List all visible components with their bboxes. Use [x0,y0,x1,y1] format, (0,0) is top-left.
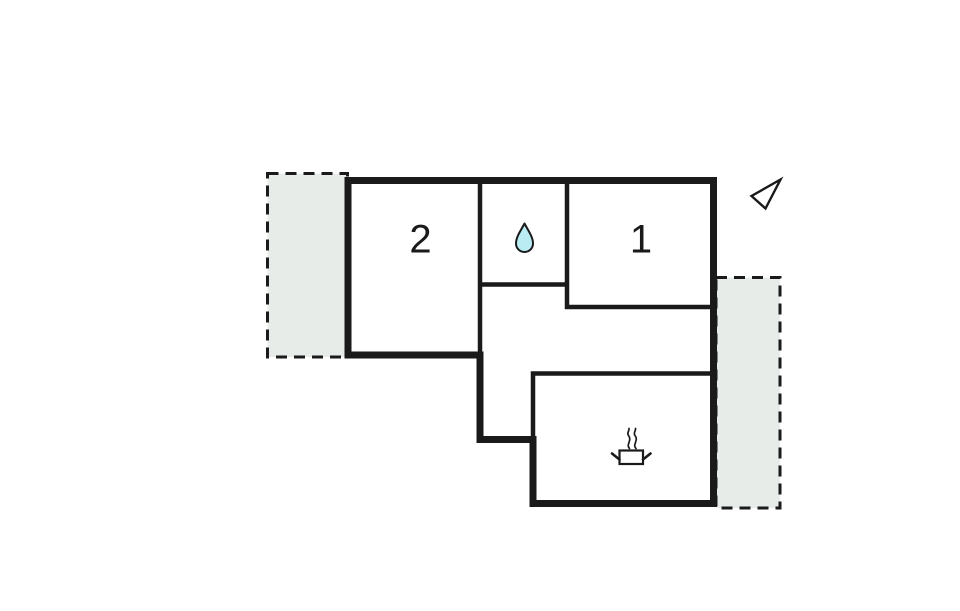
steam-line-left [626,427,631,450]
terrace-left [266,172,349,359]
interior-walls [477,182,711,437]
steam-line-right [633,427,638,450]
pot-handles [610,452,652,461]
water-drop-icon [515,222,534,253]
exterior-walls [344,177,717,507]
cooking-pot-icon [610,427,652,466]
north-arrow-icon [749,176,784,211]
room-1-label: 1 [630,218,652,262]
room-2-label: 2 [409,218,431,262]
terrace-right [714,276,782,510]
pot-body [618,449,645,466]
